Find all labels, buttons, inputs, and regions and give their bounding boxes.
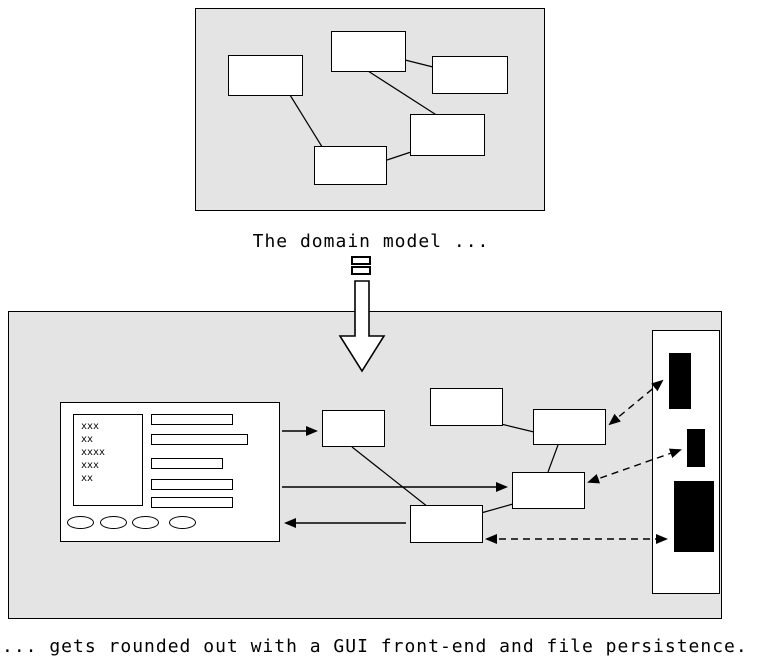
file-block-3	[674, 481, 714, 552]
gui-list-line: xxx	[81, 421, 100, 432]
domain-class-box-2	[331, 31, 406, 72]
gui-field-bar-5	[151, 497, 233, 508]
file-block-2	[687, 429, 705, 467]
gui-field-bar-1	[151, 414, 233, 425]
gui-window: xxx xx xxxx xxx xx	[60, 402, 280, 542]
gui-list-line: xx	[81, 434, 94, 445]
domain-class-box-3	[432, 56, 508, 94]
gui-list-box: xxx xx xxxx xxx xx	[73, 414, 143, 506]
domain-class-box-1	[228, 55, 303, 96]
impl-class-box-3	[533, 409, 606, 445]
file-store-panel	[652, 330, 720, 594]
gui-list-line: xx	[81, 473, 94, 484]
gui-button-oval-1	[67, 516, 94, 529]
top-caption: The domain model ...	[252, 231, 490, 252]
domain-class-box-4	[410, 114, 485, 156]
gui-list-line: xxxx	[81, 447, 106, 458]
bottom-caption: ... gets rounded out with a GUI front-en…	[2, 636, 748, 657]
gui-button-oval-4	[169, 516, 196, 529]
gui-button-oval-3	[132, 516, 159, 529]
gui-button-oval-2	[100, 516, 127, 529]
gui-field-bar-4	[151, 479, 233, 490]
down-arrow-tail-segment-1	[351, 256, 371, 265]
down-arrow-tail-segment-2	[351, 266, 371, 275]
gui-list-line: xxx	[81, 460, 100, 471]
domain-class-box-5	[314, 146, 387, 185]
impl-class-box-1	[322, 410, 385, 447]
impl-class-box-5	[410, 505, 483, 543]
gui-field-bar-2	[151, 434, 248, 445]
impl-class-box-4	[512, 472, 585, 509]
file-block-1	[669, 353, 691, 409]
impl-class-box-2	[430, 388, 503, 426]
gui-field-bar-3	[151, 458, 223, 469]
